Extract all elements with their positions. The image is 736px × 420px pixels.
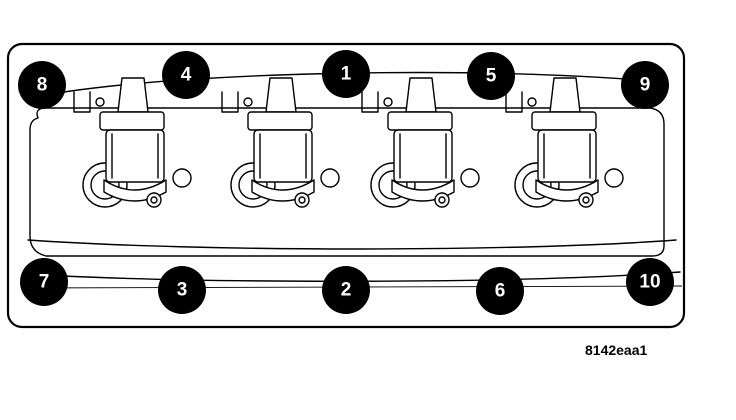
bolt-badge-top: 9 [621, 61, 669, 109]
bottom-rail-upper [27, 239, 677, 250]
coil-assemblies [73, 77, 624, 208]
figure-id-label: 8142eaa1 [585, 342, 648, 358]
coil-assembly [505, 77, 624, 208]
bolt-number: 5 [486, 66, 497, 87]
bolt-badge-bottom: 7 [20, 258, 68, 306]
bolt-number: 7 [39, 272, 50, 293]
bolt-number: 10 [639, 272, 660, 293]
bolt-number: 4 [181, 65, 192, 86]
bolt-badge-top: 1 [322, 50, 370, 98]
bolt-number: 9 [640, 75, 651, 96]
bolt-badge-bottom: 3 [158, 266, 206, 314]
bolt-badge-bottom: 6 [476, 267, 524, 315]
coil-assembly [361, 77, 480, 208]
bolt-number: 8 [37, 75, 48, 96]
bolt-number: 2 [341, 280, 352, 301]
bolt-badge-top: 5 [467, 52, 515, 100]
bolt-badge-top: 4 [162, 51, 210, 99]
bolt-number: 6 [495, 281, 506, 302]
coil-assembly [221, 77, 340, 208]
bolt-badge-bottom: 10 [626, 258, 674, 306]
bolt-badge-bottom: 2 [322, 266, 370, 314]
bolt-number: 3 [177, 280, 188, 301]
bolt-badge-top: 8 [18, 61, 66, 109]
bolt-number: 1 [341, 64, 352, 85]
coil-assembly [73, 77, 192, 208]
